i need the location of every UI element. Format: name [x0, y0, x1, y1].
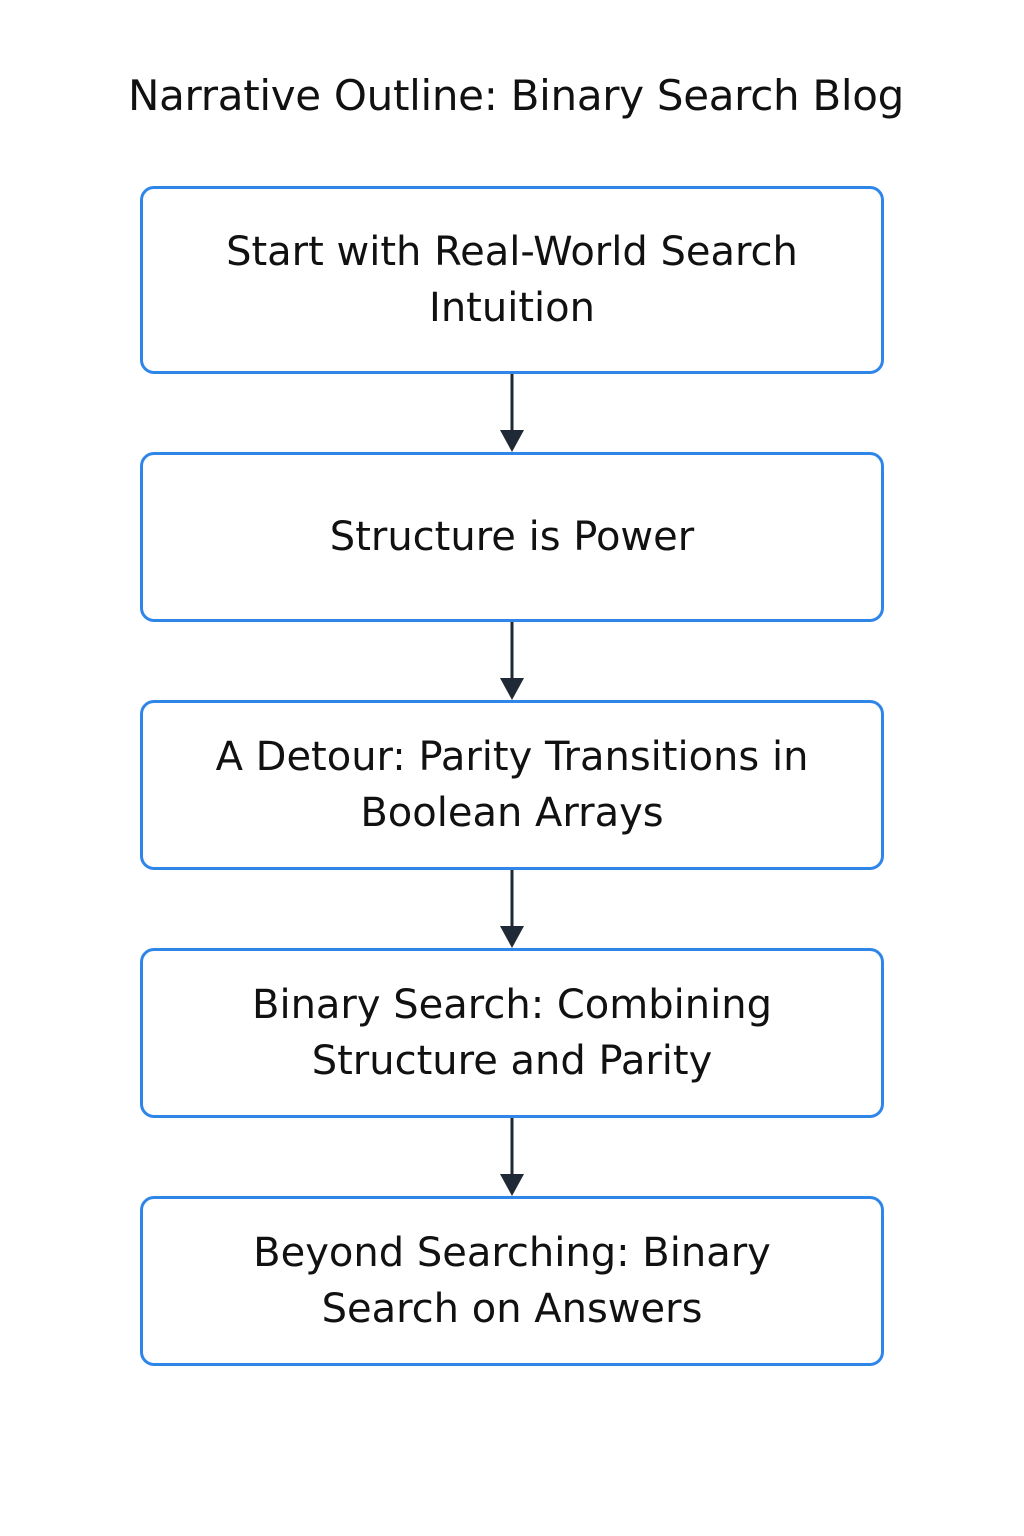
flow-step-5: Beyond Searching: Binary Search on Answe… [140, 1196, 884, 1366]
diagram-title: Narrative Outline: Binary Search Blog [128, 71, 905, 120]
flow-step-label: A Detour: Parity Transitions in Boolean … [215, 734, 809, 836]
flow-step-label: Start with Real-World Search Intuition [226, 229, 798, 331]
flow-step-label: Structure is Power [329, 514, 695, 560]
flow-step-1: Start with Real-World Search Intuition [140, 186, 884, 374]
flow-step-4: Binary Search: Combining Structure and P… [140, 948, 884, 1118]
arrow-2-to-3 [500, 622, 524, 700]
flow-step-2: Structure is Power [140, 452, 884, 622]
flow-step-label: Beyond Searching: Binary Search on Answe… [253, 1230, 771, 1332]
arrow-4-to-5 [500, 1118, 524, 1196]
flow-step-3: A Detour: Parity Transitions in Boolean … [140, 700, 884, 870]
arrow-1-to-2 [500, 374, 524, 452]
arrow-3-to-4 [500, 870, 524, 948]
flow-step-label: Binary Search: Combining Structure and P… [252, 982, 772, 1084]
